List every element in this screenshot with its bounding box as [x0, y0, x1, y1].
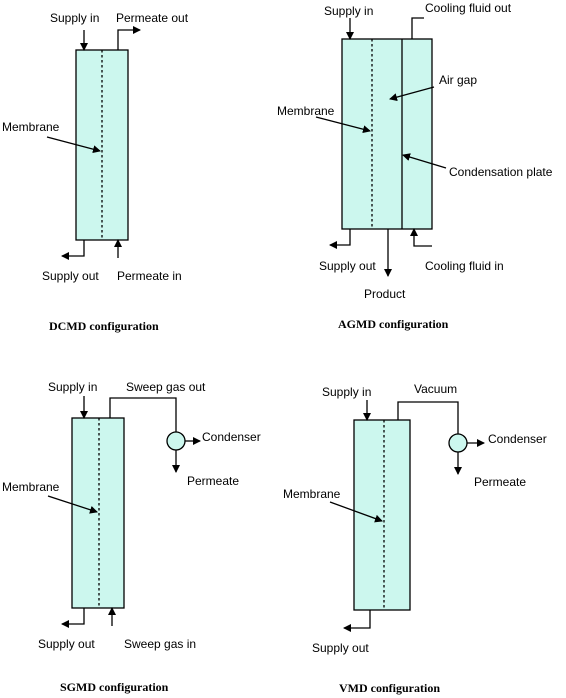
vmd-supply-out-label: Supply out — [312, 641, 369, 655]
sgmd-module — [71, 417, 125, 609]
sgmd-supply-out-arrow — [61, 608, 85, 628]
agmd-condensation-plate-label: Condensation plate — [449, 165, 553, 179]
agmd-supply-out-arrow — [329, 229, 351, 249]
dcmd-supply-out-label: Supply out — [42, 269, 99, 283]
sgmd-condenser-label: Condenser — [202, 430, 261, 444]
vmd-supply-in-label: Supply in — [322, 385, 371, 399]
agmd-membrane-pointer — [315, 116, 371, 134]
dcmd-supply-out-arrow — [61, 240, 85, 260]
sgmd-panel: Supply in Sweep gas out Condenser Permea… — [2, 380, 261, 694]
dcmd-permeate-in-label: Permeate in — [117, 269, 182, 283]
agmd-membrane-label: Membrane — [277, 104, 335, 118]
dcmd-membrane-pointer — [46, 136, 101, 154]
dcmd-permeate-out-label: Permeate out — [116, 11, 189, 25]
sgmd-membrane-pointer — [47, 495, 98, 514]
vmd-module — [353, 419, 411, 611]
vmd-membrane-label: Membrane — [283, 487, 341, 501]
dcmd-caption: DCMD configuration — [49, 319, 159, 333]
sgmd-caption: SGMD configuration — [60, 680, 169, 694]
agmd-panel: Supply in Cooling fluid out Air gap Memb… — [277, 1, 553, 331]
agmd-cooling-fluid-out-line — [411, 17, 424, 39]
vmd-condenser-circle — [448, 433, 468, 453]
agmd-supply-in-label: Supply in — [324, 4, 373, 18]
sgmd-permeate-label: Permeate — [187, 474, 239, 488]
sgmd-supply-out-label: Supply out — [38, 637, 95, 651]
sgmd-sweep-gas-out-line — [109, 397, 177, 432]
dcmd-membrane-label: Membrane — [2, 120, 60, 134]
vmd-vacuum-line — [397, 401, 459, 434]
vmd-supply-out-arrow — [343, 610, 371, 632]
sgmd-membrane-label: Membrane — [2, 480, 60, 494]
sgmd-condenser-circle — [166, 431, 186, 451]
vmd-vacuum-label: Vacuum — [414, 382, 457, 396]
agmd-product-label: Product — [364, 287, 406, 301]
dcmd-panel: Supply in Permeate out Membrane Supply o… — [2, 11, 189, 333]
agmd-cooling-fluid-in-label: Cooling fluid in — [425, 259, 504, 273]
sgmd-supply-in-label: Supply in — [48, 380, 97, 394]
vmd-condenser-label: Condenser — [488, 432, 547, 446]
agmd-cooling-fluid-in-arrow — [410, 228, 432, 247]
agmd-caption: AGMD configuration — [338, 317, 449, 331]
agmd-air-gap-pointer — [389, 86, 435, 102]
dcmd-permeate-out-arrow — [117, 26, 141, 50]
vmd-membrane-pointer — [329, 501, 383, 523]
agmd-module — [341, 38, 433, 230]
vmd-permeate-label: Permeate — [474, 475, 526, 489]
agmd-cooling-fluid-out-label: Cooling fluid out — [425, 1, 512, 15]
sgmd-sweep-gas-out-label: Sweep gas out — [126, 380, 206, 394]
sgmd-sweep-gas-in-label: Sweep gas in — [124, 637, 196, 651]
agmd-condensation-plate-pointer — [402, 153, 447, 169]
agmd-air-gap-label: Air gap — [439, 73, 477, 87]
vmd-panel: Supply in Vacuum Condenser Permeate Memb… — [283, 382, 547, 695]
dcmd-supply-in-label: Supply in — [50, 11, 99, 25]
vmd-caption: VMD configuration — [339, 681, 440, 695]
agmd-supply-out-label: Supply out — [319, 259, 376, 273]
